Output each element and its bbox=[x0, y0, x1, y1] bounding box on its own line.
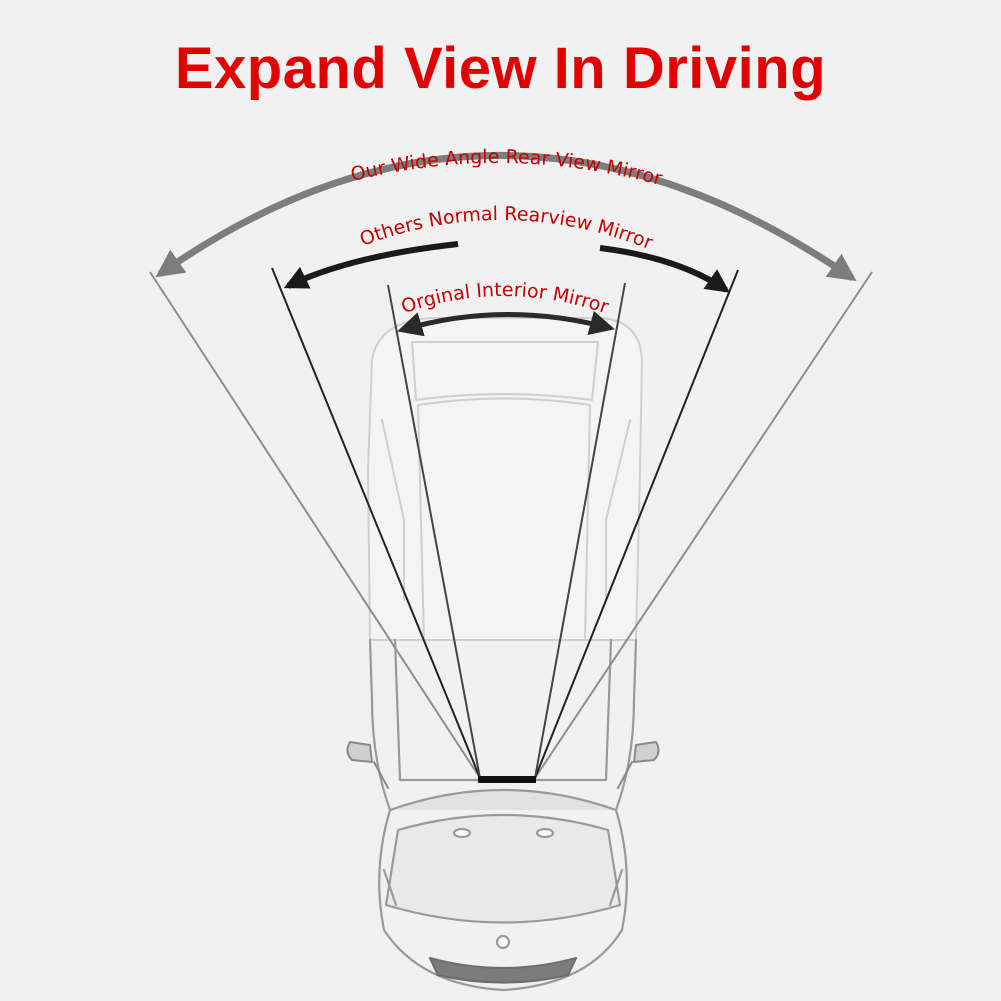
right-side-mirror bbox=[633, 741, 660, 763]
interior-arrow bbox=[397, 310, 615, 337]
wide-angle-arrow bbox=[155, 152, 857, 282]
view-lines-interior bbox=[387, 282, 626, 779]
label-normal-mirror: Others Normal Rearview Mirror bbox=[357, 203, 656, 254]
page-title: Expand View In Driving bbox=[175, 36, 826, 101]
label-wide-angle: Our Wide Angle Rear View Mirror bbox=[349, 146, 665, 190]
view-lines-normal bbox=[271, 267, 739, 779]
left-side-mirror bbox=[346, 741, 373, 763]
car-top-view-icon bbox=[346, 317, 660, 992]
view-lines-wide bbox=[149, 271, 873, 779]
normal-arrow-left bbox=[283, 241, 459, 289]
car-roof bbox=[367, 317, 643, 641]
car-body bbox=[368, 638, 638, 992]
normal-arrow-right bbox=[599, 245, 730, 293]
mirror-bar-icon bbox=[478, 776, 536, 783]
